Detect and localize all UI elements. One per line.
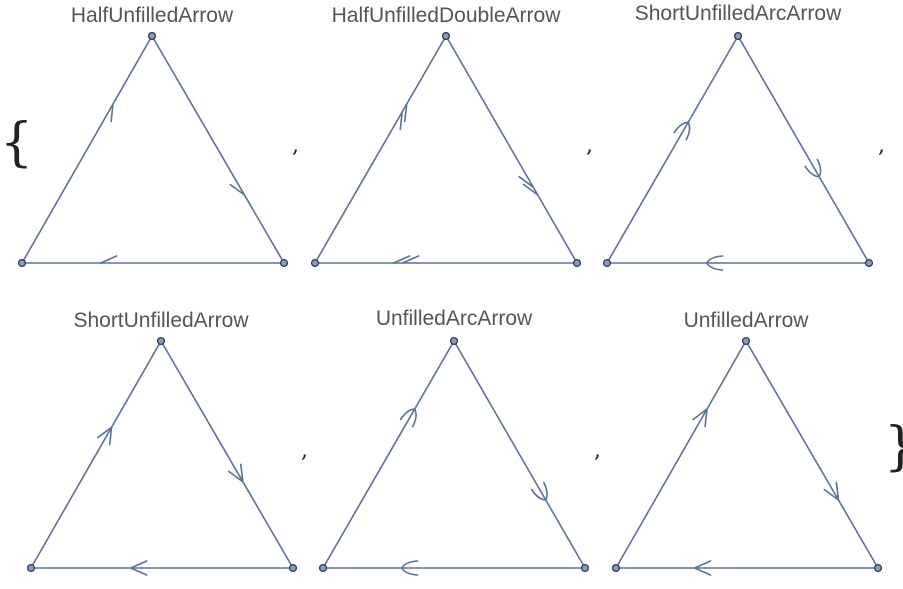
arrowhead (673, 121, 691, 141)
arrowhead (404, 103, 408, 123)
graph-vertex (602, 258, 612, 268)
graph-short-unfilled-arrow: ShortUnfilledArrow (26, 309, 298, 576)
graph-edge (445, 35, 578, 264)
graph-label: UnfilledArrow (684, 309, 810, 332)
graph-edge (21, 35, 153, 264)
graph-edge (160, 340, 294, 569)
graph-vertex (26, 563, 36, 573)
graph-edge (151, 35, 285, 264)
graph-edge (314, 35, 447, 264)
close-brace: } (884, 417, 903, 477)
arrowhead (823, 481, 840, 501)
graph-vertex (441, 31, 451, 41)
graph-label: HalfUnfilledArrow (71, 4, 234, 27)
arrowhead (692, 408, 708, 428)
arrowhead (110, 103, 114, 123)
separator-comma: , (292, 133, 299, 158)
graph-vertex (733, 31, 743, 41)
graph-label: HalfUnfilledDoubleArrow (332, 4, 562, 27)
graph-edge (745, 340, 879, 569)
graph-vertex (873, 563, 883, 573)
arrowhead (400, 560, 419, 576)
graph-vertex (572, 258, 582, 268)
graph-vertex (864, 258, 874, 268)
arrowhead (229, 183, 246, 196)
arrowhead (399, 408, 417, 428)
graph-edge (606, 35, 739, 264)
graph-vertex (156, 336, 166, 346)
graph-vertex (288, 563, 298, 573)
graph-vertex (279, 258, 289, 268)
graph-unfilled-arrow: UnfilledArrow (611, 309, 883, 576)
graph-edge (615, 340, 747, 569)
graph-half-unfilled-double-arrow: HalfUnfilledDoubleArrow (310, 4, 582, 268)
arrowhead (705, 255, 724, 271)
graph-vertex (17, 258, 27, 268)
arrowhead (693, 560, 712, 576)
graph-edge (30, 340, 162, 569)
separator-comma: , (878, 133, 885, 158)
separator-comma: , (301, 438, 308, 463)
graph-edge (453, 340, 586, 569)
arrowhead (227, 463, 244, 483)
arrowhead (518, 175, 534, 188)
graph-edge (322, 340, 455, 569)
graph-short-unfilled-arc-arrow: ShortUnfilledArcArrow (602, 2, 874, 271)
arrowhead (804, 158, 822, 178)
arrowhead (522, 183, 539, 196)
arrowhead (530, 481, 548, 501)
arrowhead (96, 426, 113, 446)
open-brace: { (0, 113, 33, 173)
graph-unfilled-arc-arrow: UnfilledArcArrow (318, 307, 590, 576)
graph-half-unfilled-arrow: HalfUnfilledArrow (17, 4, 289, 268)
arrowhead (99, 255, 118, 264)
graph-vertex (611, 563, 621, 573)
arrowhead (392, 255, 411, 264)
graph-edge (737, 35, 870, 264)
graph-vertex (580, 563, 590, 573)
graph-vertex (147, 31, 157, 41)
separator-comma: , (594, 438, 601, 463)
graph-label: ShortUnfilledArcArrow (635, 2, 842, 25)
graph-vertex (449, 336, 459, 346)
graph-vertex (741, 336, 751, 346)
arrowhead (129, 560, 148, 576)
separator-comma: , (586, 133, 593, 158)
graph-vertex (318, 563, 328, 573)
graph-label: ShortUnfilledArrow (73, 309, 249, 332)
arrowhead (399, 111, 403, 131)
graph-label: UnfilledArcArrow (376, 307, 533, 330)
arrowhead (401, 255, 420, 264)
graph-vertex (310, 258, 320, 268)
